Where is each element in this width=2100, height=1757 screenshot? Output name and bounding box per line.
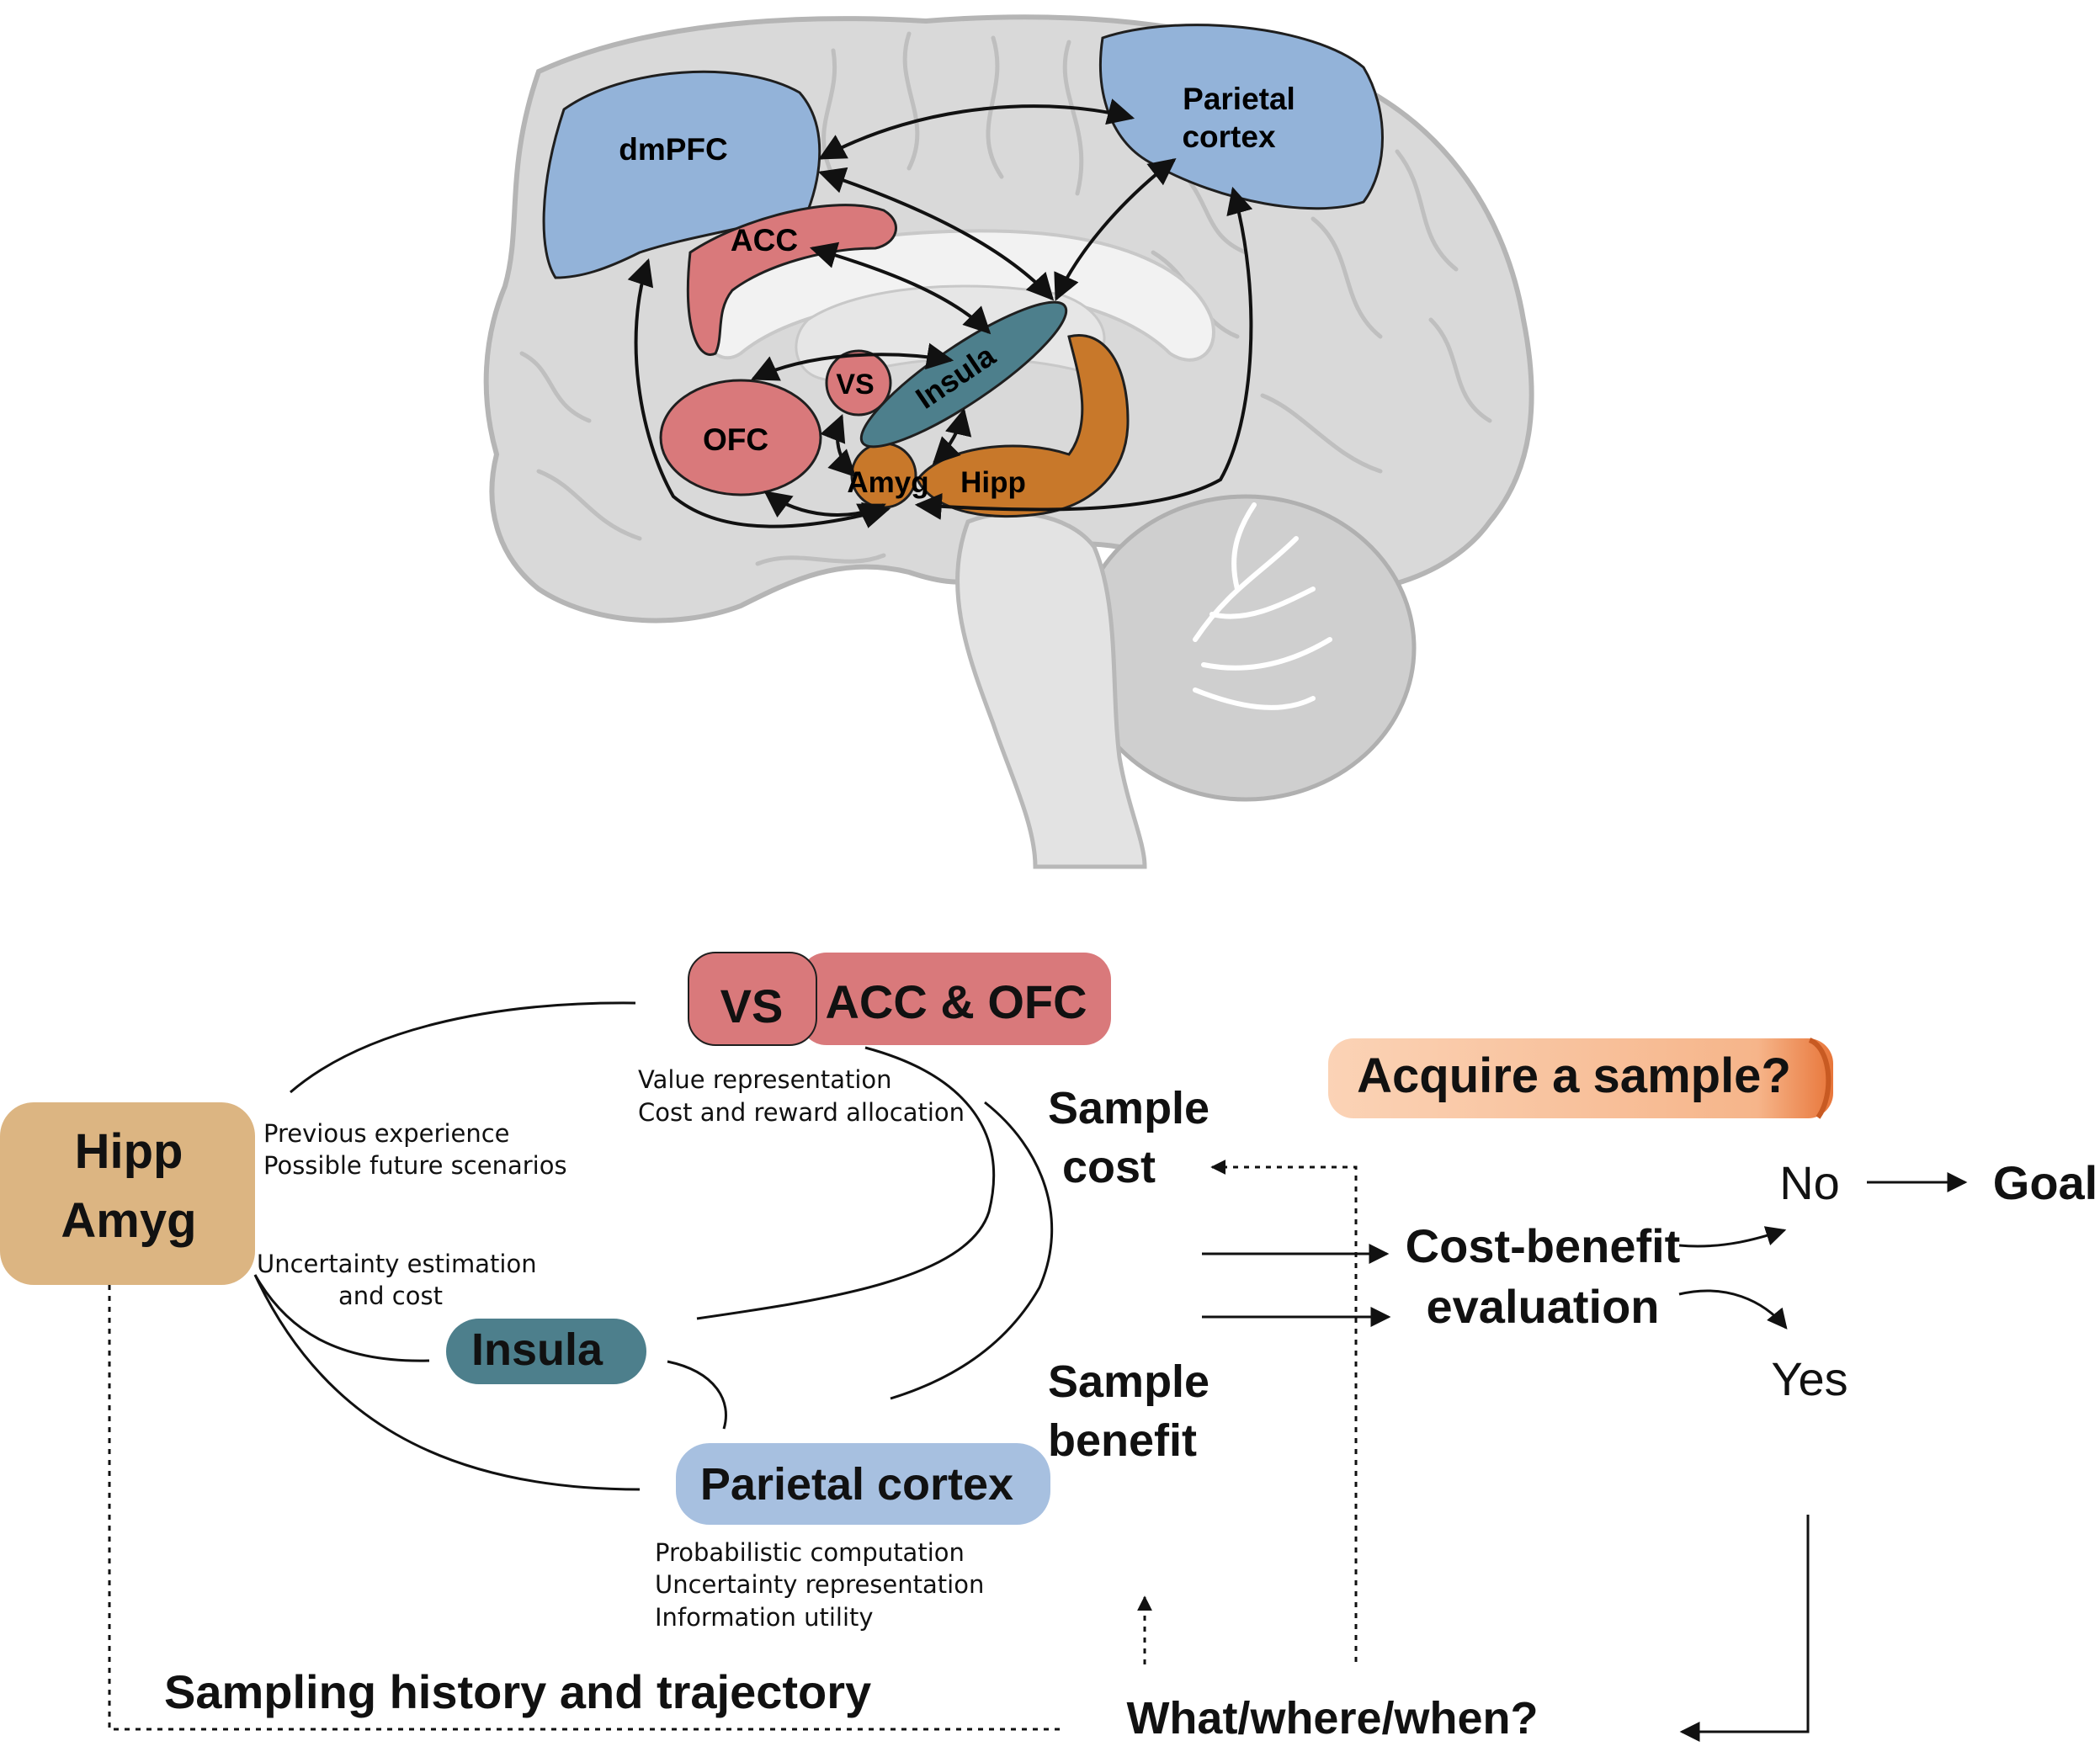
label-parietal-line1: Parietal [1183, 82, 1295, 116]
parietal-note-3: Information utility [655, 1603, 874, 1632]
hipp-label: Hipp [75, 1124, 183, 1179]
amyg-label: Amyg [61, 1193, 196, 1248]
sample-cost-line-1: Sample [1048, 1083, 1209, 1133]
label-hipp: Hipp [960, 466, 1026, 499]
sampling-history-label: Sampling history and trajectory [164, 1665, 871, 1718]
label-amyg: Amyg [847, 466, 928, 499]
acquire-box [1328, 1038, 1833, 1118]
vs-note-2: Cost and reward allocation [638, 1098, 965, 1127]
hipp-amyg-box [0, 1102, 255, 1285]
cost-benefit-line-2: evaluation [1427, 1280, 1660, 1333]
parietal-box [676, 1443, 1050, 1525]
vs-label: VS [720, 979, 784, 1032]
parietal-note-2: Uncertainty representation [655, 1570, 984, 1599]
vs-note-1: Value representation [638, 1065, 892, 1094]
label-vs: VS [836, 369, 874, 401]
cerebellum [1075, 494, 1417, 802]
uncertainty-line-1: Uncertainty estimation [257, 1250, 537, 1278]
what-where-when-label: What/where/when? [1126, 1693, 1538, 1744]
flow-diagram: VS ACC & OFC Value representation Cost a… [0, 952, 2097, 1744]
acquire-box-edge [1808, 1038, 1832, 1119]
insula-box [446, 1319, 646, 1384]
cost-benefit-line-1: Cost-benefit [1406, 1219, 1681, 1272]
sample-benefit-line-1: Sample [1048, 1356, 1209, 1407]
brain-illustration: dmPFC Parietal cortex ACC VS OFC Insula … [483, 14, 1534, 869]
parietal-note-1: Probabilistic computation [655, 1538, 965, 1567]
acquire-label: Acquire a sample? [1357, 1048, 1791, 1103]
goal-label: Goal [1993, 1156, 2097, 1209]
decision-arrows [1678, 1172, 1968, 1330]
parietal-label: Parietal cortex [700, 1459, 1013, 1510]
label-parietal-line2: cortex [1182, 119, 1275, 154]
vs-box [688, 952, 817, 1046]
brain-connections [627, 98, 1253, 528]
arbor-vitae [1193, 502, 1332, 710]
hipp-note-2: Possible future scenarios [263, 1151, 567, 1180]
label-acc: ACC [731, 223, 798, 257]
acc-ofc-box [800, 953, 1111, 1045]
sample-cost-line-2: cost [1062, 1142, 1156, 1192]
label-ofc: OFC [703, 422, 768, 457]
insula-label: Insula [471, 1324, 603, 1375]
yes-label: Yes [1771, 1352, 1847, 1405]
hipp-note-1: Previous experience [263, 1119, 510, 1148]
brainstem [955, 511, 1147, 869]
no-label: No [1779, 1156, 1840, 1209]
sample-benefit-line-2: benefit [1048, 1415, 1197, 1466]
uncertainty-line-2: and cost [338, 1282, 443, 1310]
flow-connections [253, 1001, 1054, 1491]
yes-to-what-arrow [1679, 1515, 1810, 1742]
acc-ofc-label: ACC & OFC [825, 975, 1087, 1028]
dotted-feedback [108, 1160, 1358, 1731]
evaluation-arrows [1202, 1244, 1391, 1327]
label-dmpfc: dmPFC [619, 132, 728, 167]
